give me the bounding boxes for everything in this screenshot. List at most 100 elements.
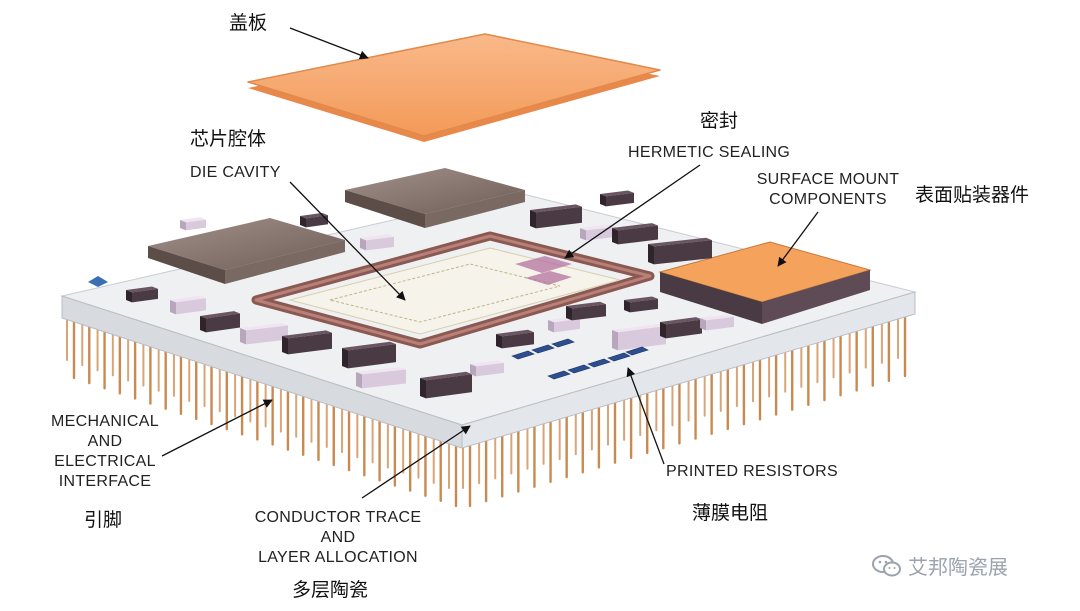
component-top [580, 224, 616, 231]
cover-lid [247, 33, 661, 142]
component-side [700, 318, 706, 331]
component-side [624, 300, 630, 313]
die-cavity [288, 247, 621, 335]
component-top [566, 301, 606, 309]
component-top [612, 223, 658, 231]
wechat-icon [872, 554, 901, 576]
component-front [706, 316, 734, 331]
arrow-cover [289, 27, 369, 60]
conductor-label-line3: LAYER ALLOCATION [258, 549, 418, 566]
component-side [200, 316, 206, 333]
resistors-label-zh: 薄膜电阻 [692, 502, 769, 524]
component-side [600, 194, 606, 207]
component-top [200, 311, 240, 319]
component-front [572, 304, 606, 321]
resistor-strip [607, 352, 631, 362]
component-side [240, 328, 246, 345]
component-front [206, 313, 240, 333]
component-top [126, 286, 158, 293]
component-side [126, 290, 132, 303]
component-front [618, 326, 666, 351]
component-side [282, 336, 288, 355]
smc-label-en: SURFACE MOUNT COMPONENTS [757, 170, 900, 210]
component-front [246, 325, 288, 345]
component-top [496, 329, 534, 337]
interface-label-line4: INTERFACE [58, 473, 152, 490]
interface-label-en: MECHANICAL AND ELECTRICAL INTERFACE [51, 412, 159, 492]
conductor-label-en: CONDUCTOR TRACE AND LAYER ALLOCATION [255, 508, 422, 568]
component-front [186, 219, 206, 231]
component-side [530, 210, 536, 229]
resistors-label-en: PRINTED RESISTORS [666, 463, 838, 480]
component-side [470, 364, 476, 377]
component-front [306, 215, 328, 228]
component-front [288, 332, 332, 355]
component-side [342, 348, 348, 369]
surface-mount-component [658, 241, 872, 324]
interface-label-line1: MECHANICAL [51, 413, 159, 430]
component-front [618, 225, 658, 245]
component-top [356, 367, 406, 375]
component-top [342, 341, 396, 351]
component-top [612, 323, 666, 333]
interface-label-line2: AND [87, 433, 123, 450]
component-side [496, 334, 502, 349]
leader-lines [161, 27, 819, 499]
component-front [630, 298, 658, 313]
component-top [470, 360, 504, 367]
component-top [624, 296, 658, 303]
resistor-strip [587, 358, 611, 368]
resistor-strip [625, 346, 649, 356]
chip-top [345, 168, 525, 228]
resistor-strip [531, 344, 555, 354]
resistor-strip [511, 350, 535, 360]
component-top [282, 330, 332, 339]
component-top [648, 237, 712, 247]
component-side [548, 320, 554, 333]
cover-label-zh: 盖板 [229, 12, 268, 34]
component-top [170, 295, 206, 303]
component-top [530, 204, 582, 213]
component-side [612, 330, 618, 351]
component-side [360, 238, 366, 251]
resistor-strip [567, 364, 591, 374]
component-top [360, 234, 394, 241]
component-top [420, 371, 472, 381]
component-side [612, 228, 618, 245]
component-front [654, 240, 712, 265]
interface-label-line3: ELECTRICAL [54, 453, 156, 470]
smc-label-line2: COMPONENTS [769, 191, 887, 208]
smc-label-zh: 表面贴装器件 [915, 184, 1030, 206]
arrow-smc [777, 211, 819, 267]
component-side [300, 216, 306, 228]
component-top [240, 323, 288, 331]
component-front [536, 206, 582, 229]
die-cavity-label-en: DIE CAVITY [190, 164, 281, 181]
hermetic-seal-ring [251, 231, 655, 349]
component-side [580, 228, 586, 241]
watermark: 艾邦陶瓷展 [872, 551, 1008, 580]
component-side [648, 244, 654, 265]
sealing-label-zh: 密封 [700, 110, 739, 132]
resistor-strip [551, 338, 575, 348]
arrow-interface [161, 399, 273, 457]
component-front [502, 332, 534, 349]
component-side [420, 378, 426, 399]
discrete-components [126, 190, 734, 399]
corner-logo-icon [88, 276, 108, 287]
component-top [660, 317, 702, 325]
component-front [362, 369, 406, 389]
sealing-label-en: HERMETIC SEALING [628, 144, 791, 161]
component-front [666, 319, 702, 339]
component-side [170, 300, 176, 315]
component-side [356, 372, 362, 389]
component-top [180, 217, 206, 223]
component-front [606, 192, 634, 207]
conductor-label-line1: CONDUCTOR TRACE [254, 509, 422, 526]
watermark-text: 艾邦陶瓷展 [908, 555, 1008, 579]
component-front [176, 298, 206, 315]
component-side [660, 322, 666, 339]
component-front [132, 288, 158, 303]
chip-left [148, 218, 345, 284]
